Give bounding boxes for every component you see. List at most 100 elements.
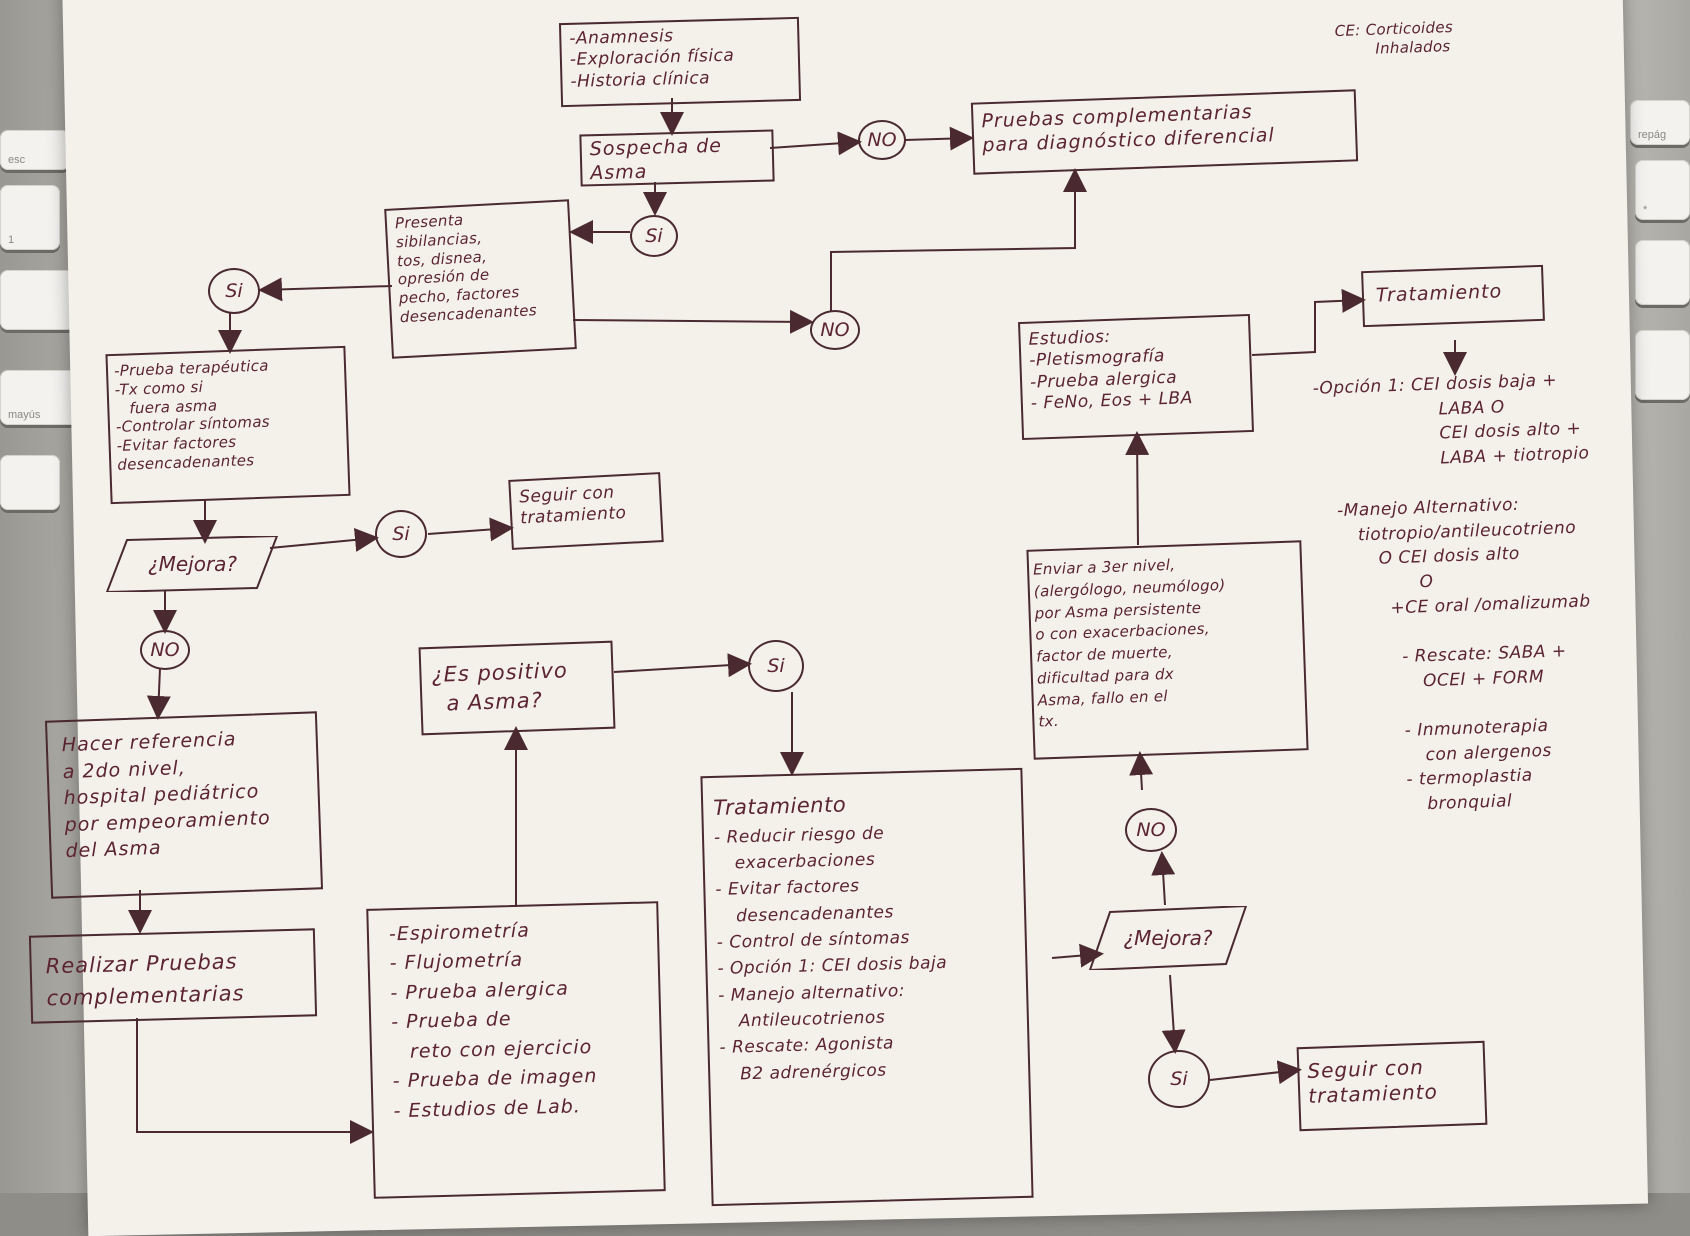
node-estudios-tercer-nivel: Estudios: -Pletismografía -Prueba alergi… [1018,313,1254,441]
arrow-no-to-enviar [1129,751,1154,791]
arrow-realizar-to-estudios [136,1018,374,1144]
node-text-line: - Prueba alergica [390,977,570,1005]
decision-si-label: Si [375,510,427,558]
node-text-line: Realizar Pruebas [45,949,238,979]
node-text-line: - FeNo, Eos + LBA [1030,387,1194,414]
node-text: Seguir con tratamiento [519,482,627,530]
si-text: Si [645,225,663,247]
node-text-line: tratamiento [1307,1079,1439,1108]
arrow-mejora1-to-si [269,527,379,552]
node-text: Sospecha de Asma [589,135,722,186]
node-sospecha-asma: Sospecha de Asma [579,129,775,187]
decision-mejora-text: ¿Mejora? [1123,926,1213,950]
esc-key: esc [0,130,70,170]
node-text: Presenta sibilancias, tos, disnea, opres… [395,207,538,327]
no-text: NO [1136,819,1166,841]
node-text-line: tratamiento [519,503,627,529]
node-text: ¿Es positivo a Asma? [431,656,569,720]
number-key: 1 [0,185,60,250]
no-text: NO [150,639,180,661]
node-text: -Espirometría - Flujometría - Prueba ale… [389,915,599,1126]
node-text-line: a Asma? [446,688,544,716]
asterisk-key: * [1635,160,1690,220]
decision-si-label: Si [208,268,260,314]
node-text-line: -Exploración física [569,45,735,71]
node-referencia-segundo-nivel: Hacer referencia a 2do nivel, hospital p… [44,711,324,899]
esc-key-label: esc [8,154,26,166]
node-text: -Anamnesis -Exploración física -Historia… [569,25,735,93]
node-text: Realizar Pruebas complementarias [45,946,245,1014]
arrow-si-to-seguir1 [427,517,514,542]
no-text: NO [820,319,850,341]
node-text-line: Sospecha de [589,134,723,161]
no-text: NO [867,129,897,151]
decision-si-label: Si [1148,1050,1210,1108]
si-text: Si [225,280,243,302]
node-text: Pruebas complementarias para diagnóstico… [981,100,1275,158]
decision-no-label: NO [810,310,860,350]
decision-si-label: Si [748,640,804,692]
node-text: Estudios: -Pletismografía -Prueba alergi… [1028,324,1193,415]
flowchart-connectors [128,98,1467,1144]
node-text-line: ¿Es positivo [431,658,569,687]
decision-mejora: ¿Mejora? [1094,910,1242,966]
node-text: Seguir con tratamiento [1307,1054,1438,1108]
key [0,455,60,510]
node-presenta-sintomas: Presenta sibilancias, tos, disnea, opres… [384,199,577,359]
node-enviar-tercer-nivel: Enviar a 3er nivel, (alergólogo, neumólo… [1026,540,1309,760]
decision-si-label: Si [630,215,678,257]
note-ce-abbreviation: CE: Corticoides Inhalados [1334,18,1454,60]
arrow-si-to-seguir2 [1209,1060,1302,1085]
node-es-positivo-asma: ¿Es positivo a Asma? [418,640,616,736]
key [1635,330,1690,400]
node-anamnesis: -Anamnesis -Exploración física -Historia… [558,16,802,108]
node-text-line: Asma [590,160,648,185]
node-text: -Prueba terapéutica -Tx como si fuera as… [114,357,273,475]
node-text-line: - Prueba de imagen [392,1065,598,1093]
page-up-key: repág [1630,100,1690,145]
arrow-presenta-to-no [572,309,814,334]
node-seguir-tratamiento: Seguir con tratamiento [1296,1040,1488,1132]
node-seguir-tratamiento: Seguir con tratamiento [508,472,664,550]
decision-mejora-text: ¿Mejora? [147,552,238,576]
arrow-estudios-to-tratamiento [1251,288,1366,356]
node-text-line: complementarias [46,980,245,1010]
node-text: Tratamiento - Reducir riesgo de exacerba… [713,786,950,1088]
decision-no-label: NO [1125,808,1177,852]
node-realizar-pruebas: Realizar Pruebas complementarias [28,928,318,1024]
arrow-no-to-pruebas [904,126,974,151]
shift-key-label: mayús [8,409,41,421]
treatment-notes: -Opción 1: CEI dosis baja + LABA O CEI d… [1312,367,1602,820]
connector-tratamiento-to-mejora2 [1051,943,1104,968]
tab-key [0,270,75,330]
node-text: Tratamiento [1375,280,1503,307]
si-text: Si [392,523,410,545]
node-tratamiento-tercer-nivel: Tratamiento [1361,264,1545,328]
node-text-line: -Historia clínica [570,67,711,92]
page-up-key-label: repág [1638,129,1667,141]
arrow-no-to-referencia [146,667,171,720]
number-key-label: 1 [8,234,15,246]
decision-mejora-shape [105,536,279,592]
decision-mejora: ¿Mejora? [110,540,275,588]
arrow-no-to-pruebas-up [830,168,1087,312]
node-text: Enviar a 3er nivel, (alergólogo, neumólo… [1033,553,1231,734]
node-estudios-complementarios: -Espirometría - Flujometría - Prueba ale… [366,901,666,1199]
decision-no-label: NO [858,120,906,160]
node-tratamiento: Tratamiento - Reducir riesgo de exacerba… [700,767,1034,1207]
decision-no-label: NO [140,630,190,670]
arrow-mejora2-to-si [1161,974,1186,1054]
arrow-mejora2-to-no [1151,851,1176,906]
arrow-es-positivo-to-si [613,653,752,678]
key [1635,240,1690,305]
si-text: Si [1170,1068,1188,1090]
si-text: Si [767,655,785,677]
node-text-line: B2 adrenérgicos [739,1060,887,1084]
arrow-enviar-to-estudios [1125,431,1150,546]
asterisk-key-label: * [1643,204,1648,216]
decision-mejora-shape [1088,906,1248,970]
arrow-presenta-to-si [258,277,393,302]
node-prueba-terapeutica: -Prueba terapéutica -Tx como si fuera as… [105,345,351,505]
node-text: Hacer referencia a 2do nivel, hospital p… [61,725,272,865]
arrow-sospecha-to-no [769,131,862,156]
